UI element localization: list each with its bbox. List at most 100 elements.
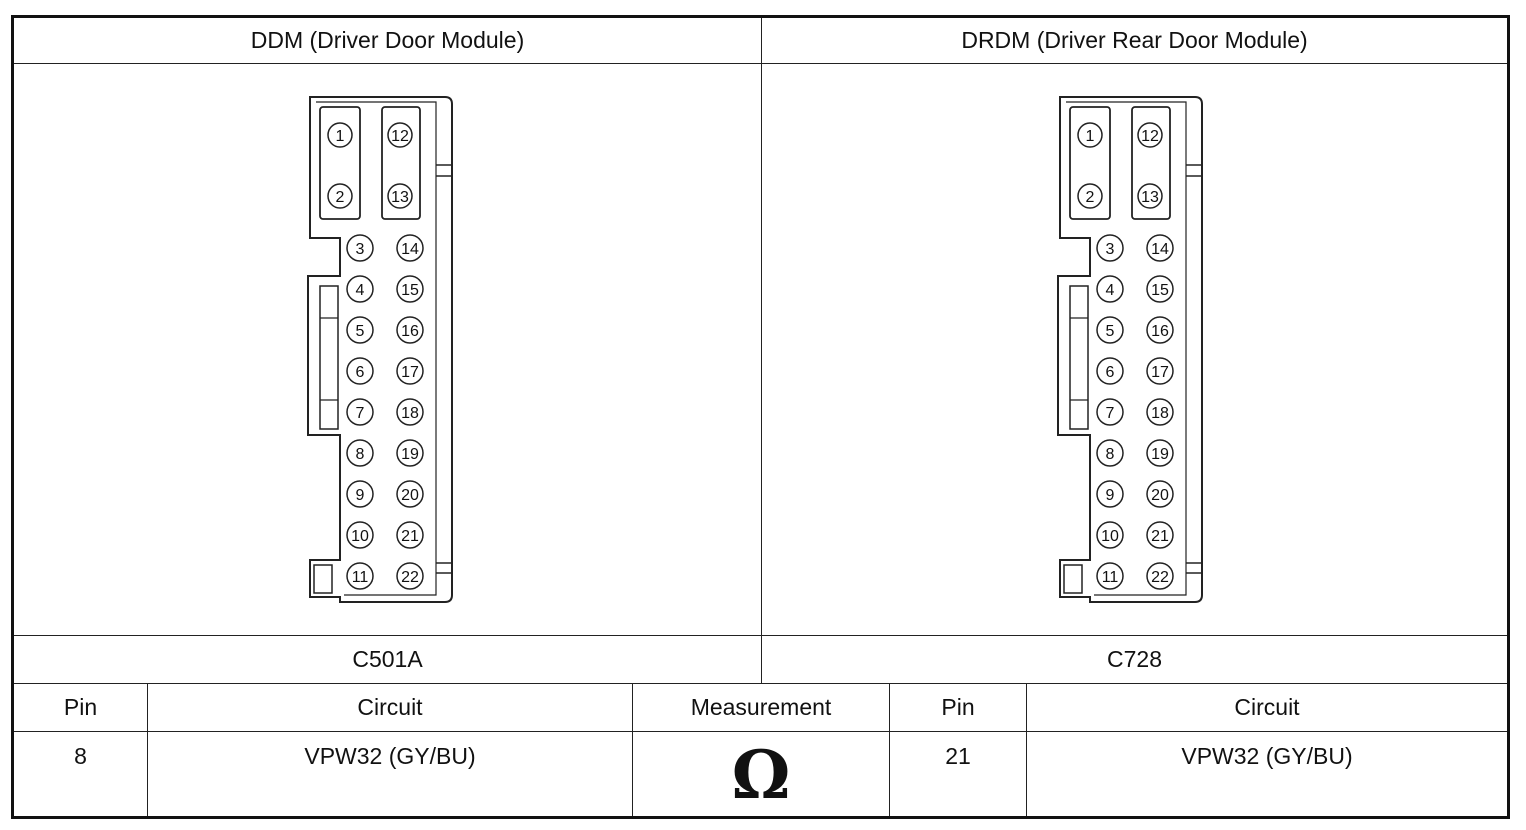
pin-circle — [1146, 357, 1174, 385]
pin-circle — [1146, 398, 1174, 426]
pin-number: 13 — [1141, 189, 1159, 206]
pin-circle — [1146, 316, 1174, 344]
pin-circle — [346, 480, 374, 508]
pin-number: 21 — [1151, 528, 1169, 545]
pin-number: 5 — [356, 323, 365, 340]
grid-line — [761, 18, 762, 684]
large-cavity — [1069, 106, 1111, 220]
ddm-title: DDM (Driver Door Module) — [250, 27, 525, 53]
pin-number: 15 — [1151, 282, 1169, 299]
pin-number: 17 — [1151, 364, 1169, 381]
pin-circle — [1096, 275, 1124, 303]
pin-number: 21 — [401, 528, 419, 545]
header-circuit-a: Circuit — [357, 694, 423, 720]
pin-circle — [1096, 439, 1124, 467]
pin-circle — [1096, 398, 1124, 426]
pin-number: 9 — [356, 487, 365, 504]
pin-circle — [1146, 234, 1174, 262]
key-slot — [1063, 564, 1083, 594]
pin-number: 14 — [401, 241, 419, 258]
pin-circle — [327, 183, 353, 209]
pin-circle — [396, 316, 424, 344]
pin-circle — [1146, 562, 1174, 590]
pin-circle — [387, 183, 413, 209]
pin-number: 20 — [1151, 487, 1169, 504]
pin-circle — [346, 357, 374, 385]
side-tab — [319, 285, 339, 430]
pin-circle — [1077, 122, 1103, 148]
pin-number: 3 — [1106, 241, 1115, 258]
pin-circle — [1077, 183, 1103, 209]
pin-number: 22 — [1151, 569, 1169, 586]
pin-number: 11 — [1102, 569, 1119, 586]
pin-number: 8 — [1106, 446, 1115, 463]
pin-number: 14 — [1151, 241, 1169, 258]
grid-line — [889, 684, 890, 816]
pin-circle — [396, 234, 424, 262]
pin-circle — [1096, 357, 1124, 385]
pin-number: 4 — [1106, 282, 1115, 299]
header-circuit-b: Circuit — [1234, 694, 1300, 720]
ddm-connector-id: C501A — [352, 646, 423, 672]
pin-circle — [1096, 562, 1124, 590]
pin-circle — [346, 521, 374, 549]
pin-circle — [1146, 521, 1174, 549]
pin-circle — [396, 480, 424, 508]
pin-number: 16 — [1151, 323, 1169, 340]
grid-line — [1026, 684, 1027, 816]
pin-number: 11 — [352, 569, 369, 586]
pin-circle — [396, 562, 424, 590]
pin-number: 6 — [1106, 364, 1115, 381]
pin-circle — [1146, 275, 1174, 303]
pin-number: 5 — [1106, 323, 1115, 340]
pin-number: 16 — [401, 323, 419, 340]
pin-a-value: 8 — [74, 742, 87, 769]
pin-circle — [1137, 122, 1163, 148]
pin-circle — [346, 398, 374, 426]
pin-number: 2 — [1086, 189, 1095, 206]
pin-circle — [396, 439, 424, 467]
large-cavity — [319, 106, 361, 220]
pin-circle — [346, 275, 374, 303]
pin-circle — [396, 275, 424, 303]
connector-housing — [1057, 96, 1203, 603]
side-tab — [1069, 285, 1089, 430]
pin-number: 12 — [391, 128, 409, 145]
connector-housing-inner — [316, 101, 437, 596]
pin-number: 10 — [351, 528, 369, 545]
pin-circle — [346, 316, 374, 344]
drdm-title: DRDM (Driver Rear Door Module) — [961, 27, 1308, 53]
circuit-a-value: VPW32 (GY/BU) — [304, 742, 476, 769]
ohm-symbol-icon: Ω — [731, 736, 791, 814]
pin-number: 17 — [401, 364, 419, 381]
grid-line — [147, 684, 148, 816]
header-pin-a: Pin — [63, 694, 98, 720]
grid-line — [14, 635, 1507, 636]
pin-number: 7 — [1106, 405, 1115, 422]
pin-number: 18 — [1151, 405, 1169, 422]
pinout-table — [11, 15, 1510, 819]
pin-circle — [1096, 521, 1124, 549]
circuit-b-value: VPW32 (GY/BU) — [1181, 742, 1353, 769]
key-slot — [313, 564, 333, 594]
pin-number: 3 — [356, 241, 365, 258]
large-cavity — [381, 106, 421, 220]
grid-line — [632, 684, 633, 816]
pin-number: 12 — [1141, 128, 1159, 145]
grid-line — [14, 63, 1507, 64]
pin-number: 18 — [401, 405, 419, 422]
pin-circle — [1146, 439, 1174, 467]
pin-circle — [1096, 316, 1124, 344]
pin-number: 4 — [356, 282, 365, 299]
large-cavity — [1131, 106, 1171, 220]
pin-number: 2 — [336, 189, 345, 206]
pin-number: 6 — [356, 364, 365, 381]
pin-number: 20 — [401, 487, 419, 504]
header-measurement: Measurement — [690, 694, 832, 720]
pin-number: 7 — [356, 405, 365, 422]
header-pin-b: Pin — [941, 694, 975, 720]
pin-number: 22 — [401, 569, 419, 586]
pin-number: 8 — [356, 446, 365, 463]
